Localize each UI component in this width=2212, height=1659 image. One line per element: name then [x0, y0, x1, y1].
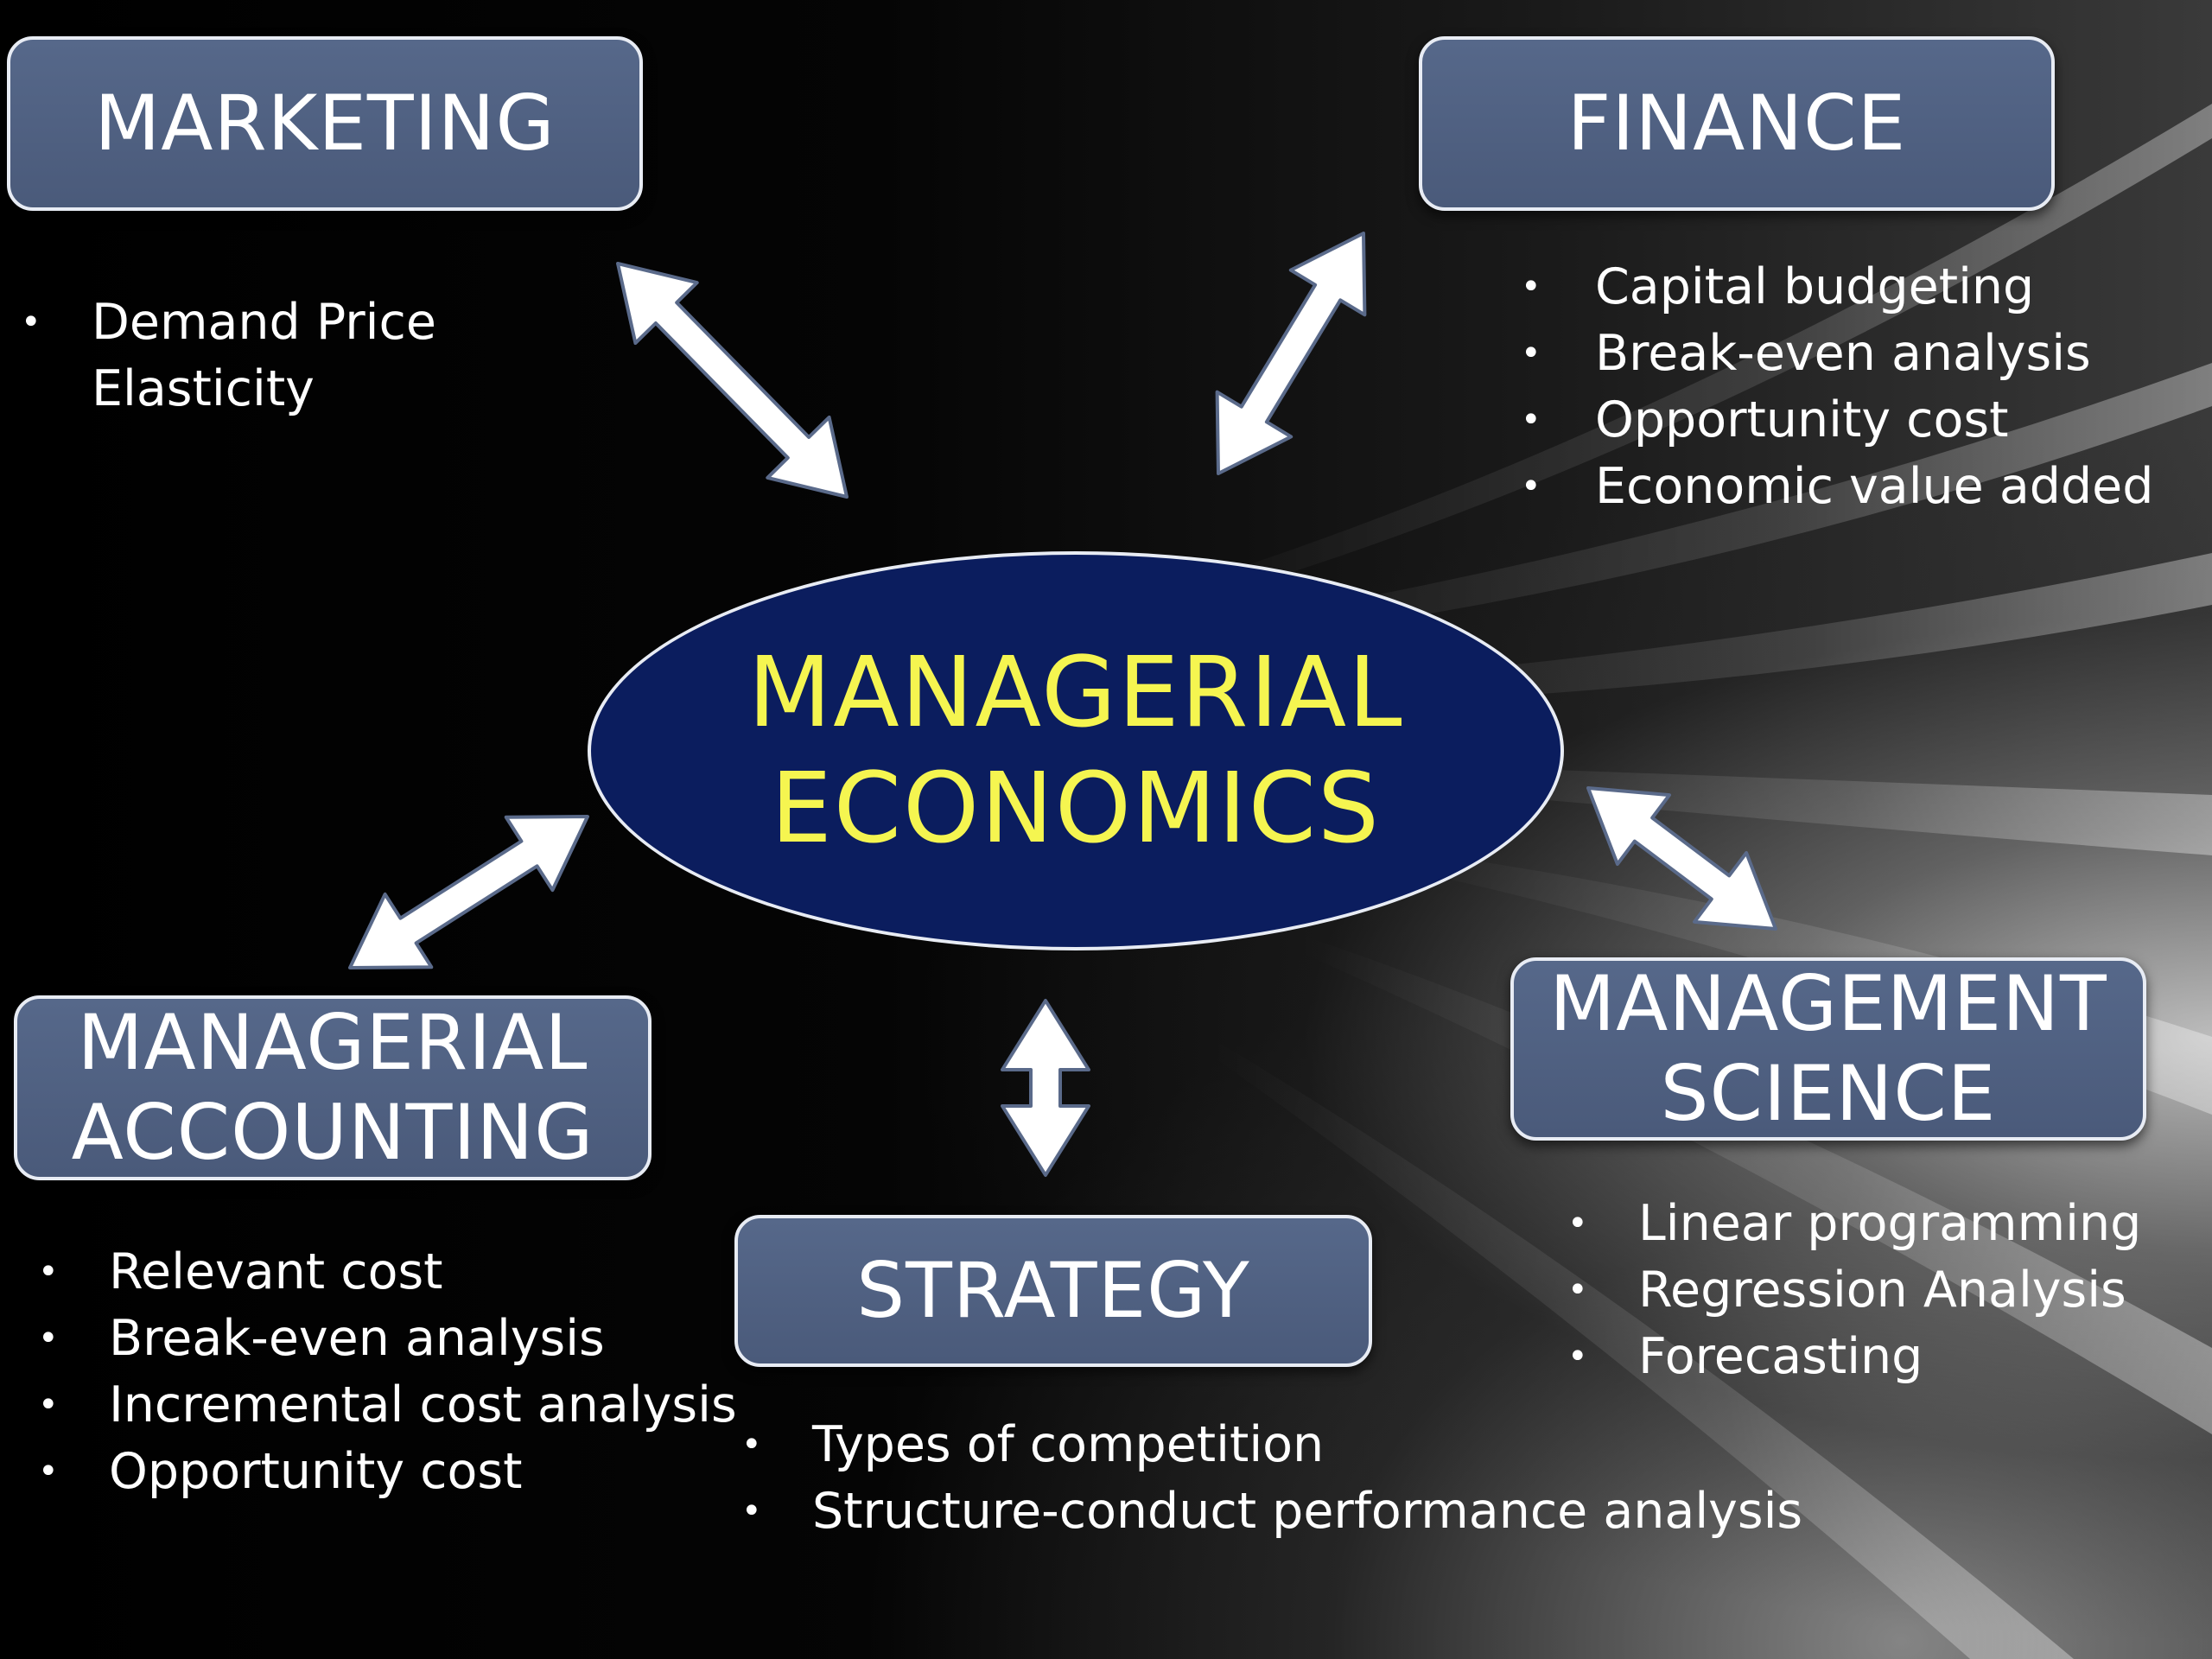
strategy-title: STRATEGY [856, 1246, 1250, 1335]
accounting-title-line1: MANAGERIAL [77, 998, 588, 1087]
strategy-bullets: • Types of competition • Structure-condu… [738, 1412, 1802, 1545]
science-title-line2: SCIENCE [1660, 1049, 1997, 1138]
strategy-box: STRATEGY [734, 1215, 1372, 1367]
strategy-bullet-item: • Structure-conduct performance analysis [738, 1478, 1802, 1545]
bullet-dot: • [38, 1252, 59, 1292]
bullet-dot: • [1521, 400, 1541, 440]
finance-bullet-text: Break-even analysis [1595, 325, 2091, 382]
science-bullet-item: • Regression Analysis [1564, 1257, 2186, 1324]
center-ellipse: MANAGERIAL ECONOMICS [588, 551, 1564, 950]
strategy-bullet-item: • Types of competition [738, 1412, 1775, 1478]
finance-bullet-item: • Economic value added [1521, 454, 2195, 520]
marketing-title: MARKETING [94, 79, 556, 168]
center-title-line2: ECONOMICS [770, 753, 1382, 865]
marketing-bullet-item: • Demand Price [17, 289, 536, 356]
bullet-dot: • [1521, 267, 1541, 307]
finance-bullet-text: Economic value added [1595, 458, 2154, 515]
arrow-strategy-double-arrow-icon [1001, 999, 1090, 1177]
marketing-bullet-text: Elasticity [92, 360, 315, 417]
finance-bullet-text: Opportunity cost [1595, 391, 2009, 448]
accounting-bullet-text: Incremental cost analysis [109, 1376, 737, 1433]
bullet-dot: • [38, 1452, 59, 1491]
bullet-dot: • [1567, 1270, 1588, 1310]
accounting-bullet-text: Opportunity cost [109, 1443, 523, 1500]
finance-bullet-item: • Break-even analysis [1521, 321, 2195, 387]
finance-bullets: • Capital budgeting • Break-even analysi… [1521, 254, 2195, 520]
bullet-dot: • [741, 1491, 762, 1531]
science-bullet-text: Forecasting [1638, 1328, 1923, 1385]
science-bullet-item: • Forecasting [1564, 1324, 2186, 1390]
science-bullets: • Linear programming • Regression Analys… [1564, 1191, 2186, 1390]
accounting-title-line2: ACCOUNTING [71, 1088, 594, 1177]
marketing-bullet-text: Demand Price [92, 294, 436, 351]
finance-box: FINANCE [1419, 36, 2055, 211]
arrow-accounting-double-arrow-icon [348, 815, 589, 969]
bullet-dot: • [21, 302, 41, 342]
science-bullet-text: Regression Analysis [1638, 1262, 2126, 1319]
accounting-bullet-item: • Incremental cost analysis [35, 1372, 737, 1439]
finance-bullet-text: Capital budgeting [1595, 258, 2035, 315]
accounting-bullets: • Relevant cost • Break-even analysis • … [35, 1239, 737, 1505]
science-bullet-text: Linear programming [1638, 1195, 2142, 1252]
strategy-bullet-text: Structure-conduct performance analysis [812, 1483, 1803, 1540]
strategy-bullet-text: Types of competition [812, 1416, 1325, 1473]
accounting-box: MANAGERIAL ACCOUNTING [14, 995, 652, 1180]
bullet-dot: • [1567, 1204, 1588, 1243]
center-title-line1: MANAGERIAL [747, 637, 1404, 749]
arrow-finance-double-arrow-icon [1215, 232, 1367, 475]
arrow-science-double-arrow-icon [1586, 786, 1777, 931]
bullet-dot: • [1521, 334, 1541, 373]
science-title-line1: MANAGEMENT [1549, 959, 2107, 1048]
bullet-dot: • [741, 1425, 762, 1465]
marketing-bullets: • Demand Price Elasticity [17, 289, 536, 423]
arrow-marketing-double-arrow-icon [616, 262, 849, 499]
bullet-dot: • [1521, 467, 1541, 506]
bullet-dot: • [1567, 1337, 1588, 1376]
accounting-bullet-text: Break-even analysis [109, 1310, 605, 1367]
accounting-bullet-text: Relevant cost [109, 1243, 443, 1300]
marketing-box: MARKETING [7, 36, 643, 211]
finance-bullet-item: • Opportunity cost [1521, 387, 2195, 454]
finance-title: FINANCE [1567, 79, 1907, 168]
science-box: MANAGEMENT SCIENCE [1510, 957, 2146, 1141]
bullet-dot: • [38, 1385, 59, 1425]
accounting-bullet-item: • Break-even analysis [35, 1306, 726, 1372]
marketing-bullet-continuation: Elasticity [17, 356, 536, 423]
science-bullet-item: • Linear programming [1564, 1191, 2186, 1257]
finance-bullet-item: • Capital budgeting [1521, 254, 2195, 321]
accounting-bullet-item: • Opportunity cost [35, 1439, 726, 1505]
accounting-bullet-item: • Relevant cost [35, 1239, 726, 1306]
bullet-dot: • [38, 1319, 59, 1358]
